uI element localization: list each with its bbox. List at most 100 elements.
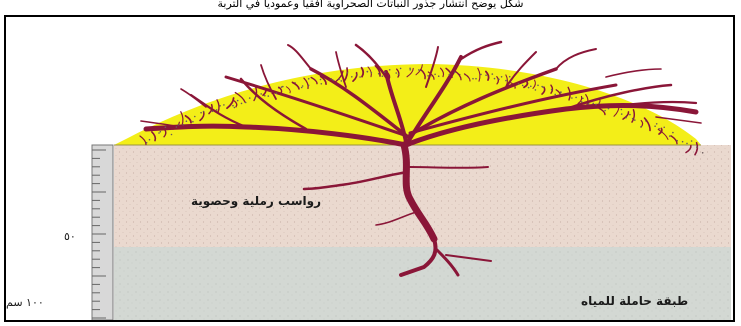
root-hair-dot [595, 104, 597, 106]
root-hair-dot [492, 73, 494, 75]
root-hair-dot [604, 110, 606, 112]
root-hair-dot [347, 72, 349, 74]
root-hair-dot [427, 75, 429, 77]
root-hair-dot [302, 85, 304, 87]
root-hair-dot [254, 97, 256, 99]
root-hair-dot [530, 86, 532, 88]
root-hair-dot [149, 139, 151, 141]
root-hair-dot [672, 132, 674, 134]
root-hair-dot [537, 85, 539, 87]
root-hair-dot [241, 103, 243, 105]
root-hair-dot [608, 108, 610, 110]
root-hair-dot [409, 68, 411, 70]
root-hair-dot [341, 80, 343, 82]
root-hair-dot [371, 72, 373, 74]
root-hair-dot [234, 107, 236, 109]
root-right-fork [606, 69, 661, 77]
root-hair-dot [588, 103, 590, 105]
root-hair-dot [356, 74, 358, 76]
root-up-12 [461, 42, 501, 59]
water-layer-label: طبقة حاملة للمياه [581, 294, 688, 308]
root-hair-dot [321, 83, 323, 85]
root-hair-dot [200, 112, 202, 114]
root-hair-dot [629, 114, 631, 116]
root-hair-dot [409, 69, 411, 71]
root-hair-dot [245, 102, 247, 104]
root-hair-dot [338, 78, 340, 80]
root-hair-dot [382, 75, 384, 77]
root-hair-dot [434, 74, 436, 76]
root-hair-dot [472, 78, 474, 80]
root-hair-dot [505, 80, 507, 82]
root-hair-dot [216, 109, 218, 111]
root-hair-dot [276, 93, 278, 95]
root-hair-dot [696, 146, 698, 148]
root-hair-dot [219, 105, 221, 107]
root-hair-dot [359, 76, 361, 78]
root-hair-dot [398, 73, 400, 75]
root-hair-dot [223, 104, 225, 106]
root-hair-dot [542, 86, 544, 88]
root-hair-dot [384, 71, 386, 73]
root-hair-dot [535, 89, 537, 91]
root-hair-dot [480, 74, 482, 76]
root-hair-dot [282, 86, 284, 88]
root-hair-dot [551, 89, 553, 91]
root-hair-dot [518, 83, 520, 85]
root-hair-dot [691, 140, 693, 142]
root-hair-dot [367, 71, 369, 73]
root-hair-dot [560, 92, 562, 94]
root-hair-dot [654, 125, 656, 127]
root-hair-dot [301, 87, 303, 89]
root-hair-dot [632, 118, 634, 120]
root-hair-dot [331, 78, 333, 80]
root-left-fork [181, 89, 206, 107]
root-hair-dot [501, 76, 503, 78]
root-hair-dot [663, 127, 665, 129]
diagram-frame: رواسب رملية وحصوية طبقة حاملة للمياه ٥٠ … [4, 15, 735, 322]
root-hair-dot [260, 93, 262, 95]
lateral-root-2 [410, 167, 488, 168]
root-hair-dot [418, 69, 420, 71]
root-hair-dot [395, 72, 397, 74]
root-hair-dot [268, 95, 270, 97]
root-hair-dot [192, 121, 194, 123]
sand-layer-label: رواسب رملية وحصوية [191, 194, 321, 208]
root-hair-dot [592, 103, 594, 105]
root-hair-dot [438, 75, 440, 77]
root-hair-dot [575, 97, 577, 99]
depth-50-label: ٥٠ [64, 230, 76, 243]
root-hair-dot [656, 123, 658, 125]
root-hair-dot [581, 101, 583, 103]
root-hair-dot [194, 116, 196, 118]
figure-caption: شكل يوضح انتشار جذور النباتات الصحراوية … [0, 0, 741, 12]
root-hair-dot [203, 111, 205, 113]
root-hair-dot [669, 135, 671, 137]
root-up-13 [288, 45, 311, 69]
root-hair-dot [232, 105, 234, 107]
root-hair-dot [621, 113, 623, 115]
root-hair-dot [498, 79, 500, 81]
root-hair-dot [160, 131, 162, 133]
root-hair-dot [475, 78, 477, 80]
root-hair-dot [621, 109, 623, 111]
root-hair-dot [598, 102, 600, 104]
root-hair-dot [176, 126, 178, 128]
root-hair-dot [485, 74, 487, 76]
root-hair-dot [389, 69, 391, 71]
root-hair-dot [308, 85, 310, 87]
root-hair-dot [682, 141, 684, 143]
root-hair-dot [449, 74, 451, 76]
root-hair-dot [158, 132, 160, 134]
root-hair-dot [400, 68, 402, 70]
root-hair-dot [625, 117, 627, 119]
root-hair-dot [634, 119, 636, 121]
root-hair-dot [237, 100, 239, 102]
water-texture [114, 247, 731, 320]
root-hair-dot [212, 111, 214, 113]
depth-100-label: ١٠٠ سم [6, 296, 44, 309]
root-hair-dot [582, 98, 584, 100]
root-hair-dot [320, 79, 322, 81]
root-hair-dot [178, 124, 180, 126]
root-hair-dot [249, 97, 251, 99]
